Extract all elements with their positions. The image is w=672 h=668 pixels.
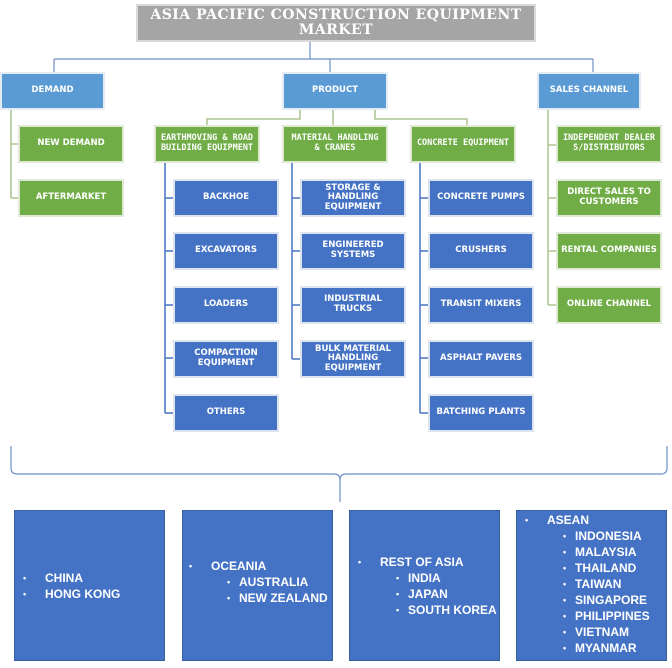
- product-item: ASPHALT PAVERS: [428, 340, 534, 378]
- product-item: CRUSHERS: [428, 232, 534, 270]
- product-item-label: CONCRETE PUMPS: [437, 192, 525, 203]
- segment-demand-label: DEMAND: [31, 85, 74, 96]
- region-subitem: MYANMAR: [547, 640, 666, 656]
- diagram-title: ASIA PACIFIC CONSTRUCTION EQUIPMENT MARK…: [136, 4, 536, 42]
- region-subitem: VIETNAM: [547, 624, 666, 640]
- product-item: ENGINEERED SYSTEMS: [300, 232, 406, 270]
- product-item-label: COMPACTION EQUIPMENT: [194, 348, 258, 368]
- product-category-label: EARTHMOVING & ROAD BUILDING EQUIPMENT: [160, 133, 254, 153]
- region-item: OCEANIA: [189, 558, 328, 574]
- demand-item: NEW DEMAND: [18, 125, 124, 163]
- region-list: OCEANIA AUSTRALIA NEW ZEALAND: [189, 558, 328, 606]
- segment-sales-channel: SALES CHANNEL: [537, 72, 641, 110]
- region-subitem: AUSTRALIA: [211, 574, 328, 590]
- product-category: CONCRETE EQUIPMENT: [410, 125, 516, 163]
- demand-item: AFTERMARKET: [18, 179, 124, 217]
- product-item: TRANSIT MIXERS: [428, 286, 534, 324]
- product-item: COMPACTION EQUIPMENT: [173, 340, 279, 378]
- product-item: BULK MATERIAL HANDLING EQUIPMENT: [300, 340, 406, 378]
- region-subitem: SOUTH KOREA: [380, 602, 497, 618]
- product-item: CONCRETE PUMPS: [428, 179, 534, 217]
- sales-channel-item-label: INDEPENDENT DEALERS/DISTRIBUTORS: [562, 133, 656, 153]
- region-subitem: TAIWAN: [547, 576, 666, 592]
- product-category: EARTHMOVING & ROAD BUILDING EQUIPMENT: [154, 125, 260, 163]
- region-list: REST OF ASIA INDIA JAPAN SOUTH KOREA: [358, 554, 497, 618]
- product-item-label: BULK MATERIAL HANDLING EQUIPMENT: [314, 343, 392, 373]
- region-item: HONG KONG: [23, 586, 120, 602]
- region-subitem: PHILIPPINES: [547, 608, 666, 624]
- product-item: INDUSTRIAL TRUCKS: [300, 286, 406, 324]
- region-list: ASEAN INDONESIA MALAYSIA THAILAND TAIWAN…: [525, 512, 666, 656]
- diagram-title-text: ASIA PACIFIC CONSTRUCTION EQUIPMENT MARK…: [150, 7, 522, 38]
- region-list: CHINA HONG KONG: [23, 570, 120, 602]
- product-item-label: TRANSIT MIXERS: [440, 299, 522, 310]
- product-category: MATERIAL HANDLING & CRANES: [282, 125, 388, 163]
- segment-product-label: PRODUCT: [312, 85, 358, 96]
- region-box-oceania: OCEANIA AUSTRALIA NEW ZEALAND: [182, 510, 333, 661]
- region-subitem: JAPAN: [380, 586, 497, 602]
- product-item: BATCHING PLANTS: [428, 394, 534, 432]
- product-item-label: LOADERS: [203, 299, 249, 310]
- demand-item-label: NEW DEMAND: [37, 138, 105, 149]
- sales-channel-item: RENTAL COMPANIES: [556, 232, 662, 270]
- region-item: REST OF ASIA: [358, 554, 497, 570]
- region-subitem: SINGAPORE: [547, 592, 666, 608]
- product-item: BACKHOE: [173, 179, 279, 217]
- product-item: STORAGE & HANDLING EQUIPMENT: [300, 179, 406, 217]
- region-subitem: MALAYSIA: [547, 544, 666, 560]
- product-item-label: STORAGE & HANDLING EQUIPMENT: [324, 182, 382, 212]
- sales-channel-item-label: ONLINE CHANNEL: [566, 299, 652, 310]
- product-category-label: CONCRETE EQUIPMENT: [416, 138, 510, 149]
- segment-demand: DEMAND: [0, 72, 105, 110]
- sales-channel-item: INDEPENDENT DEALERS/DISTRIBUTORS: [556, 125, 662, 163]
- region-box-china: CHINA HONG KONG: [14, 510, 165, 661]
- product-item-label: BATCHING PLANTS: [436, 407, 526, 418]
- region-item: CHINA: [23, 570, 120, 586]
- region-box-rest-of-asia: REST OF ASIA INDIA JAPAN SOUTH KOREA: [349, 510, 500, 661]
- product-item-label: INDUSTRIAL TRUCKS: [324, 294, 382, 314]
- demand-item-label: AFTERMARKET: [35, 192, 107, 203]
- segment-product: PRODUCT: [282, 72, 388, 110]
- sales-channel-item-label: RENTAL COMPANIES: [561, 245, 657, 256]
- sales-channel-item-label: DIRECT SALES TO CUSTOMERS: [567, 187, 651, 207]
- product-category-label: MATERIAL HANDLING & CRANES: [291, 133, 379, 153]
- product-item: OTHERS: [173, 394, 279, 432]
- region-subitem: THAILAND: [547, 560, 666, 576]
- product-item-label: ENGINEERED SYSTEMS: [322, 240, 384, 260]
- product-item-label: BACKHOE: [202, 192, 250, 203]
- sales-channel-item: ONLINE CHANNEL: [556, 286, 662, 324]
- product-item: EXCAVATORS: [173, 232, 279, 270]
- product-item-label: CRUSHERS: [455, 245, 507, 256]
- region-item: ASEAN: [525, 512, 666, 528]
- segment-sales-channel-label: SALES CHANNEL: [549, 85, 629, 96]
- product-item: LOADERS: [173, 286, 279, 324]
- region-brace: [10, 446, 668, 502]
- region-subitem: NEW ZEALAND: [211, 590, 328, 606]
- product-item-label: ASPHALT PAVERS: [440, 353, 522, 364]
- product-item-label: OTHERS: [206, 407, 246, 418]
- product-item-label: EXCAVATORS: [195, 245, 257, 256]
- region-subitem: INDONESIA: [547, 528, 666, 544]
- region-box-asean: ASEAN INDONESIA MALAYSIA THAILAND TAIWAN…: [516, 510, 667, 661]
- region-subitem: INDIA: [380, 570, 497, 586]
- sales-channel-item: DIRECT SALES TO CUSTOMERS: [556, 179, 662, 217]
